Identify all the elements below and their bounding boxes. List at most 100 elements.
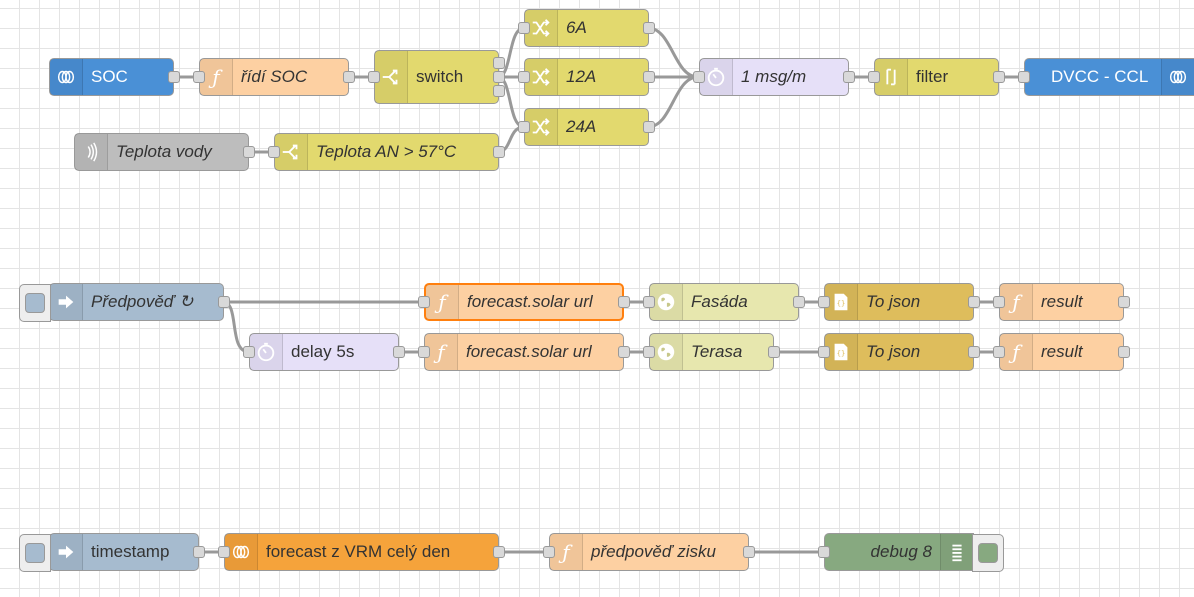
wire	[647, 26, 699, 79]
node-label: filter	[916, 67, 949, 86]
input-port[interactable]	[218, 546, 230, 558]
change-icon	[525, 10, 558, 46]
input-port[interactable]	[643, 346, 655, 358]
json-icon: {}	[825, 334, 858, 370]
node-label: Teplota vody	[116, 142, 212, 161]
input-port[interactable]	[993, 346, 1005, 358]
debug-8-node[interactable]: debug 8	[818, 533, 1004, 572]
function-icon: ƒ	[200, 59, 233, 95]
input-port[interactable]	[368, 71, 380, 83]
predpoved-zisku-node[interactable]: ƒ předpověď zisku	[543, 533, 755, 571]
arrow-icon	[50, 534, 83, 570]
output-port[interactable]	[618, 346, 630, 358]
input-port[interactable]	[693, 71, 705, 83]
output-port[interactable]	[493, 546, 505, 558]
victron-icon	[225, 534, 258, 570]
output-port[interactable]	[493, 85, 505, 97]
teplota-switch-node[interactable]: Teplota AN > 57°C	[268, 133, 505, 171]
inject-button[interactable]	[19, 284, 51, 322]
output-port[interactable]	[843, 71, 855, 83]
result-node-2[interactable]: ƒ result	[993, 333, 1130, 371]
soc-node[interactable]: SOC	[49, 58, 180, 96]
input-port[interactable]	[1018, 71, 1030, 83]
change-6a-node[interactable]: 6A	[518, 9, 655, 47]
http-fasada-node[interactable]: Fasáda	[643, 283, 805, 321]
output-port[interactable]	[1118, 296, 1130, 308]
timestamp-inject-node[interactable]: timestamp	[19, 533, 205, 572]
input-port[interactable]	[643, 296, 655, 308]
output-port[interactable]	[1118, 346, 1130, 358]
input-port[interactable]	[818, 546, 830, 558]
to-json-node-1[interactable]: {} To json	[818, 283, 980, 321]
delay-msg-node[interactable]: 1 msg/m	[693, 58, 855, 96]
debug-list-icon	[940, 534, 973, 570]
input-port[interactable]	[818, 346, 830, 358]
result-node-1[interactable]: ƒ result	[993, 283, 1130, 321]
svg-text:{}: {}	[837, 349, 846, 358]
debug-toggle-button[interactable]	[972, 534, 1004, 572]
input-port[interactable]	[868, 71, 880, 83]
output-port[interactable]	[168, 71, 180, 83]
vrm-forecast-node[interactable]: forecast z VRM celý den	[218, 533, 505, 571]
output-port[interactable]	[218, 296, 230, 308]
switch-node[interactable]: switch	[368, 50, 505, 104]
input-port[interactable]	[518, 121, 530, 133]
node-label: 24A	[566, 117, 597, 136]
input-port[interactable]	[518, 71, 530, 83]
node-label: forecast z VRM celý den	[266, 542, 451, 561]
input-port[interactable]	[818, 296, 830, 308]
predpoved-inject-node[interactable]: Předpověď ↻	[19, 283, 230, 322]
output-port[interactable]	[193, 546, 205, 558]
output-port[interactable]	[993, 71, 1005, 83]
output-port[interactable]	[643, 22, 655, 34]
filter-node[interactable]: filter	[868, 58, 1005, 96]
output-port[interactable]	[493, 71, 505, 83]
timer-icon	[700, 59, 733, 95]
output-port[interactable]	[768, 346, 780, 358]
output-port[interactable]	[968, 346, 980, 358]
output-port[interactable]	[343, 71, 355, 83]
wire	[497, 26, 525, 79]
change-icon	[525, 109, 558, 145]
node-label: result	[1041, 292, 1083, 311]
output-port[interactable]	[243, 146, 255, 158]
forecast-url-node-2[interactable]: ƒ forecast.solar url	[418, 333, 630, 371]
input-port[interactable]	[243, 346, 255, 358]
output-port[interactable]	[393, 346, 405, 358]
globe-icon	[650, 334, 683, 370]
input-port[interactable]	[418, 296, 430, 308]
change-12a-node[interactable]: 12A	[518, 58, 655, 96]
output-port[interactable]	[643, 71, 655, 83]
input-port[interactable]	[193, 71, 205, 83]
output-port[interactable]	[493, 146, 505, 158]
input-port[interactable]	[418, 346, 430, 358]
node-label: forecast.solar url	[467, 292, 593, 311]
http-terasa-node[interactable]: Terasa	[643, 333, 780, 371]
input-port[interactable]	[518, 22, 530, 34]
input-port[interactable]	[268, 146, 280, 158]
forecast-url-node-1[interactable]: ƒ forecast.solar url	[418, 283, 630, 321]
function-icon: ƒ	[1000, 284, 1033, 320]
teplota-vody-node[interactable]: Teplota vody	[74, 133, 255, 171]
ridi-soc-node[interactable]: ƒ řídí SOC	[193, 58, 355, 96]
delay-5s-node[interactable]: delay 5s	[243, 333, 405, 371]
to-json-node-2[interactable]: {} To json	[818, 333, 980, 371]
filter-icon	[875, 59, 908, 95]
output-port[interactable]	[968, 296, 980, 308]
output-port[interactable]	[743, 546, 755, 558]
link-in-icon	[75, 134, 108, 170]
dvcc-ccl-node[interactable]: DVCC - CCL	[1018, 58, 1194, 96]
inject-button[interactable]	[19, 534, 51, 572]
function-icon: ƒ	[425, 334, 458, 370]
change-24a-node[interactable]: 24A	[518, 108, 655, 146]
output-port[interactable]	[618, 296, 630, 308]
input-port[interactable]	[543, 546, 555, 558]
node-label: switch	[416, 67, 464, 86]
output-port[interactable]	[643, 121, 655, 133]
arrow-icon	[50, 284, 83, 320]
timer-icon	[250, 334, 283, 370]
change-icon	[525, 59, 558, 95]
output-port[interactable]	[793, 296, 805, 308]
input-port[interactable]	[993, 296, 1005, 308]
output-port[interactable]	[493, 57, 505, 69]
